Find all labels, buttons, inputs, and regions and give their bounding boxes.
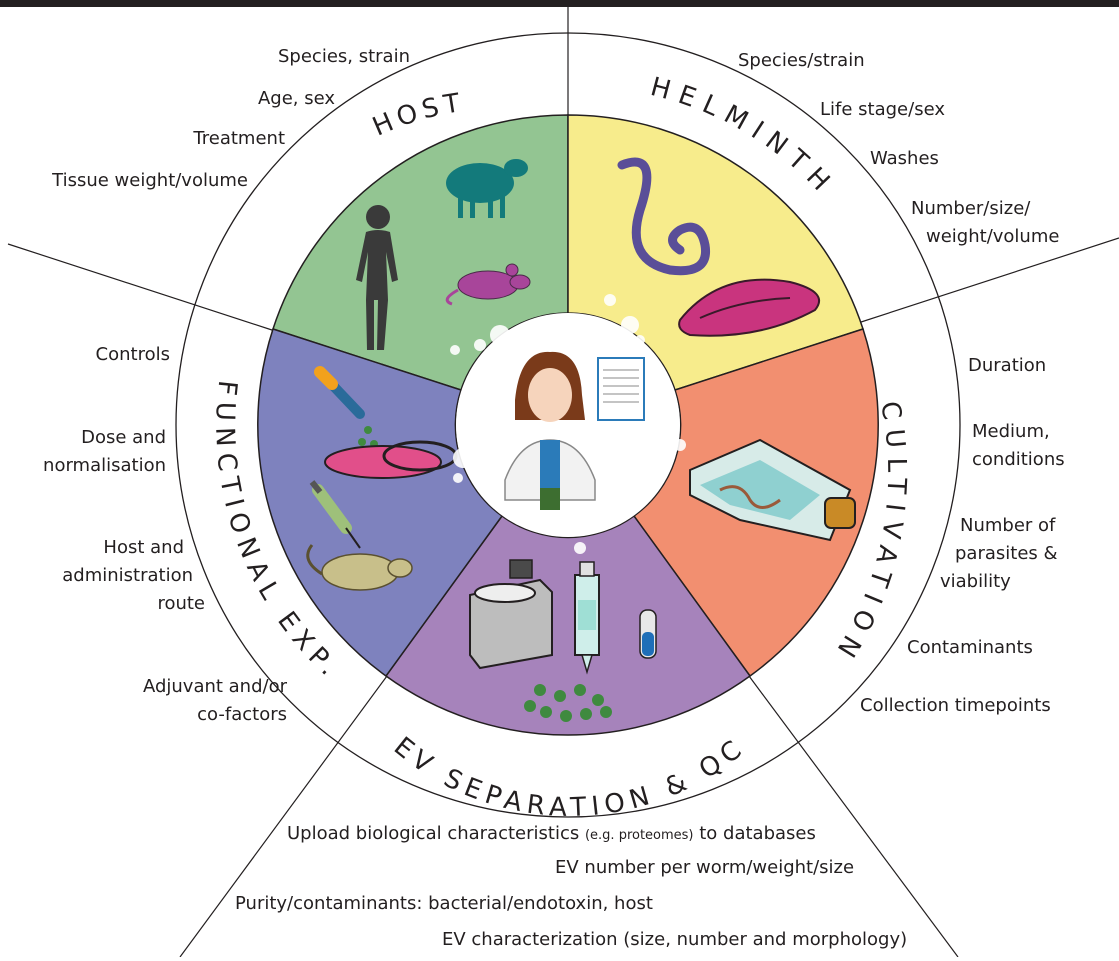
cultivation-label-number: Number of [960,515,1056,536]
cultivation-label-conditions: conditions [972,449,1065,470]
fluke-icon [678,278,821,337]
functional-label-controls: Controls [95,344,170,365]
cultivation-label-duration: Duration [968,355,1047,376]
functional-label-host: Host and [103,537,184,558]
sheep-icon [446,159,528,218]
helminth-label-species: Species/strain [738,50,865,71]
divider-functional-host [7,243,276,332]
functional-label-route: route [157,593,205,614]
sector-title-ev: EV SEPARATION & QC [388,732,752,824]
ev-particles-icon [524,684,612,722]
ev-label-number: EV number per worm/weight/size [555,857,855,878]
ev-label-upload-end: to databases [699,823,816,844]
column-icon [574,561,600,675]
functional-label-adjuvant: Adjuvant and/or [142,676,287,697]
cultivation-label-contaminants: Contaminants [907,637,1033,658]
mouse-icon [445,263,531,306]
cultivation-label-viability: viability [940,571,1011,592]
helminth-label-lifestage: Life stage/sex [820,99,945,120]
divider-ev-functional [179,675,388,958]
functional-label-administration: administration [62,565,193,586]
functional-label-normalisation: normalisation [43,455,166,476]
ev-label-upload: Upload biological characteristics (e.g. … [287,819,816,850]
divider-helminth-cultivation [857,237,1119,324]
ev-label-upload-small: (e.g. proteomes) [584,828,694,843]
culture-flask-icon [689,438,856,542]
host-label-age: Age, sex [257,88,335,109]
divider-cultivation-ev [748,675,959,958]
tube-icon [639,609,657,659]
host-label-treatment: Treatment [193,128,285,149]
host-label-tissue: Tissue weight/volume [52,170,248,191]
bubble-icon [450,294,686,554]
top-border [0,0,1119,7]
helminth-label-weight: weight/volume [926,226,1060,247]
ev-label-upload-main: Upload biological characteristics [287,823,580,844]
scientist-icon [504,351,596,510]
cultivation-label-parasites: parasites & [955,543,1058,564]
centrifuge-icon [469,559,553,670]
cultivation-label-collection: Collection timepoints [860,695,1051,716]
sector-functional [257,328,504,678]
sector-title-host: HOST [368,88,467,143]
dropper-icon [314,366,378,448]
ev-label-characterization: EV characterization (size, number and mo… [442,929,908,950]
functional-label-dose: Dose and [81,427,166,448]
syringe-icon [309,480,361,549]
worm-icon [617,157,711,276]
paper-icon [597,357,645,421]
sector-ev-separation [384,514,752,736]
host-label-species: Species, strain [278,46,410,67]
functional-label-cofactors: co-factors [197,704,287,725]
helminth-label-washes: Washes [870,148,939,169]
cultivation-label-medium: Medium, [972,421,1050,442]
ev-label-purity: Purity/contaminants: bacterial/endotoxin… [235,893,653,914]
human-icon [356,205,398,350]
helminth-label-number: Number/size/ [911,198,1031,219]
lab-mouse-icon [306,544,413,591]
center-circle [456,313,680,537]
